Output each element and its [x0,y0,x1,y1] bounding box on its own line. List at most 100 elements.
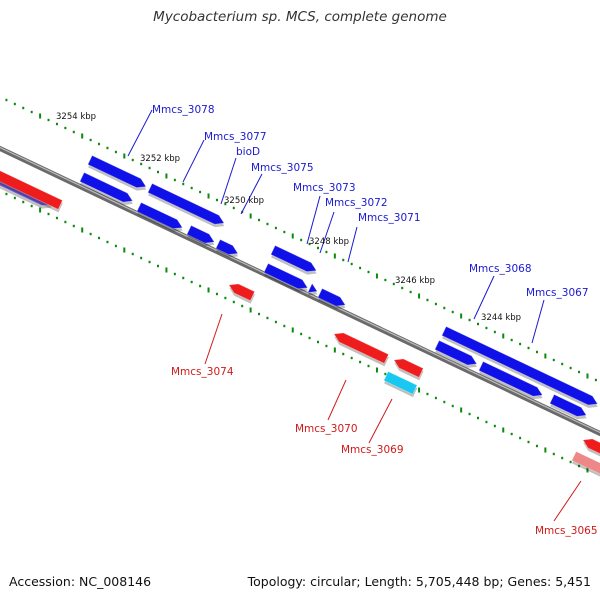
gene-mmcs-3073-body [270,244,318,273]
gene-mmcs-3066[interactable] [478,360,546,402]
scale-tick [165,267,168,273]
scale-tick [274,320,277,324]
gene-mmcs-3074[interactable] [226,280,256,304]
gene-mmcs-3075-body [186,224,215,244]
gene-mmcs-3071-body [317,287,346,307]
scale-tick [190,280,193,284]
scale-tick [460,313,463,319]
scale-tick [148,166,151,170]
gene-label-mmcs-3065[interactable]: Mmcs_3065 [535,525,598,537]
gene-mmcs-3068[interactable] [441,325,600,411]
scale-tick [55,122,58,126]
gene-mmcs-3077-body [147,182,225,225]
gene-mmcs-3066b[interactable] [549,393,590,422]
scale-tick [460,407,463,413]
gene-mmcs-3070[interactable] [331,329,390,367]
gene-mmcs-3065[interactable] [580,435,600,461]
gene-label-mmcs-3072[interactable]: Mmcs_3072 [325,197,388,209]
label-connector-line [347,226,358,263]
gene-label-mmcs-3074[interactable]: Mmcs_3074 [171,366,234,378]
scale-tick [131,252,134,256]
scale-tick [274,226,277,230]
gene-label-mmcs-3068[interactable]: Mmcs_3068 [469,263,532,275]
gene-mmcs-3065b-body [571,450,600,479]
gene-reverse-partial-a[interactable] [0,157,64,213]
gene-label-mmcs-3067[interactable]: Mmcs_3067 [526,287,589,299]
scale-tick [106,240,109,244]
scale-tick [426,392,429,396]
gene-biod-body [136,201,184,230]
gene-mmcs-3073[interactable] [270,244,320,278]
scale-tick [190,186,193,190]
gene-label-mmcs-3077[interactable]: Mmcs_3077 [204,131,267,143]
label-connector-line [327,379,347,421]
scale-tick [317,340,319,344]
scale-tick [578,464,581,468]
scale-tick [140,256,143,260]
scale-tick [224,202,227,206]
scale-tick [342,258,345,262]
gene-mmcs-3070b[interactable] [391,355,425,381]
scale-tick [485,326,488,330]
scale-label-3254: 3254 kbp [56,112,96,122]
gene-label-biod[interactable]: bioD [236,146,260,158]
scale-tick [375,367,378,373]
gene-mmcs-3069[interactable] [383,370,419,398]
gene-label-mmcs-3070[interactable]: Mmcs_3070 [295,423,358,435]
scale-tick [123,247,126,253]
gene-mmcs-3071a-body [307,282,318,293]
scale-label-3248: 3248 kbp [309,237,349,247]
gene-label-mmcs-3075[interactable]: Mmcs_3075 [251,162,314,174]
gene-mmcs-3069-body [383,370,418,395]
scale-tick [477,322,479,326]
gene-mmcs-3071[interactable] [317,287,349,312]
scale-tick [586,373,589,379]
scale-tick [451,310,454,314]
gene-mmcs-3076[interactable] [215,238,242,260]
scale-tick [5,192,8,196]
scale-tick [72,130,75,134]
topology-info-text: Topology: circular; Length: 5,705,448 bp… [247,574,591,589]
lower-tick-row [5,192,589,473]
scale-tick [199,284,202,288]
scale-tick [157,264,159,268]
gene-mmcs-3065-body [582,438,600,458]
scale-tick [443,306,446,310]
scale-tick [249,307,252,313]
scale-tick [535,350,538,354]
scale-tick [544,447,547,453]
scale-tick [350,262,353,266]
scale-tick [586,467,589,473]
scale-tick [300,238,303,242]
gene-label-mmcs-3073[interactable]: Mmcs_3073 [293,182,356,194]
gene-mmcs-3071a[interactable] [307,282,321,298]
scale-tick [64,126,67,130]
scale-labels: 3254 kbp 3252 kbp 3250 kbp 3248 kbp 3246… [56,112,521,323]
scale-tick [47,118,50,122]
scale-tick [249,213,252,219]
gene-mmcs-3065b[interactable] [571,450,600,481]
scale-tick [22,200,25,204]
scale-tick [502,333,505,339]
scale-tick [291,327,294,333]
scale-tick [317,246,319,250]
gene-mmcs-3077[interactable] [147,182,228,230]
gene-mmcs-3067-body [434,339,478,366]
scale-tick [434,396,437,400]
gene-label-mmcs-3071[interactable]: Mmcs_3071 [358,212,421,224]
scale-tick [13,196,16,200]
scale-tick [519,342,522,346]
scale-tick [426,298,429,302]
gene-mmcs-3072[interactable] [263,262,311,295]
scale-tick [258,218,261,222]
gene-mmcs-3077b[interactable] [79,171,136,208]
gene-label-mmcs-3069[interactable]: Mmcs_3069 [341,444,404,456]
gene-mmcs-3075[interactable] [186,224,218,249]
gene-label-mmcs-3078[interactable]: Mmcs_3078 [152,104,215,116]
gene-biod[interactable] [136,201,186,235]
gene-mmcs-3067[interactable] [434,339,480,371]
scale-tick [98,236,101,240]
scale-tick [64,220,67,224]
scale-tick [333,347,336,353]
gene-mmcs-3078[interactable] [87,154,150,194]
